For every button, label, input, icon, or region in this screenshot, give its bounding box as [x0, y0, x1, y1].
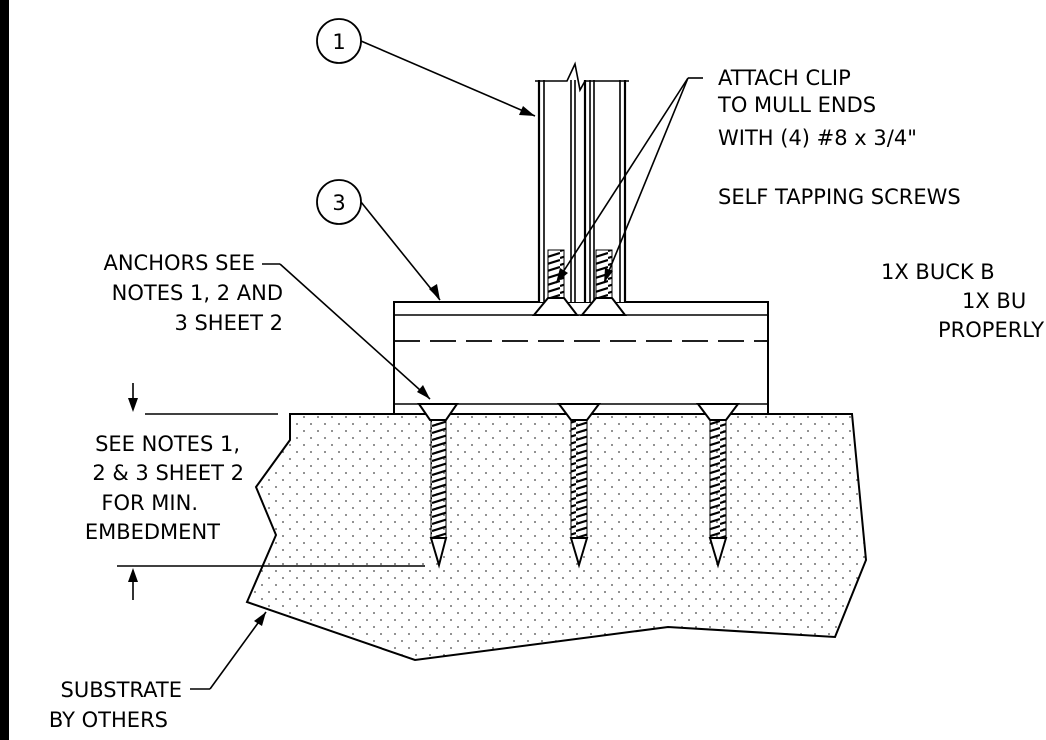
attach-clip-leader [555, 77, 703, 284]
anchors-note-line-3: 3 SHEET 2 [174, 311, 283, 335]
buck-note-line-1: 1X BUCK B [881, 260, 995, 284]
embedment-line-4: EMBEDMENT [85, 520, 220, 544]
embedment-line-1: SEE NOTES 1, [95, 432, 240, 456]
embedment-dimension [117, 383, 425, 600]
embedment-note: SEE NOTES 1, 2 & 3 SHEET 2 FOR MIN. EMBE… [85, 432, 244, 544]
callout-1-number: 1 [332, 30, 345, 54]
attach-clip-line-3: WITH (4) #8 x 3/4" [718, 126, 917, 150]
anchors-note-line-2: NOTES 1, 2 AND [112, 281, 283, 305]
substrate-line-2: BY OTHERS [49, 708, 168, 732]
attach-clip-line-2: TO MULL ENDS [717, 93, 876, 117]
anchors-note: ANCHORS SEE NOTES 1, 2 AND 3 SHEET 2 [103, 251, 431, 400]
drawing-border [0, 0, 9, 740]
attach-clip-line-1: ATTACH CLIP [718, 66, 851, 90]
callout-3-number: 3 [332, 191, 345, 215]
clip-screw-2 [579, 249, 628, 316]
buck-note-line-3: PROPERLY [938, 318, 1044, 342]
attach-clip-note: ATTACH CLIP TO MULL ENDS WITH (4) #8 x 3… [717, 66, 961, 209]
anchor-1 [417, 403, 459, 569]
embedment-line-3: FOR MIN. [101, 491, 198, 515]
buck-note-partial: 1X BUCK B 1X BU PROPERLY [881, 260, 1044, 342]
callout-3: 3 [316, 179, 441, 301]
anchors-note-line-1: ANCHORS SEE [103, 251, 255, 275]
anchor-3 [696, 403, 740, 569]
callout-1: 1 [316, 18, 536, 117]
clip-screw-1 [531, 249, 580, 316]
substrate-note: SUBSTRATE BY OTHERS [49, 611, 267, 732]
buck-board [393, 301, 769, 415]
buck-note-line-2: 1X BU [962, 289, 1026, 313]
substrate-concrete [245, 413, 868, 662]
embedment-line-2: 2 & 3 SHEET 2 [92, 461, 244, 485]
anchor-2 [557, 403, 601, 569]
attach-clip-line-4: SELF TAPPING SCREWS [718, 185, 961, 209]
break-line [535, 61, 629, 93]
substrate-line-1: SUBSTRATE [61, 678, 182, 702]
